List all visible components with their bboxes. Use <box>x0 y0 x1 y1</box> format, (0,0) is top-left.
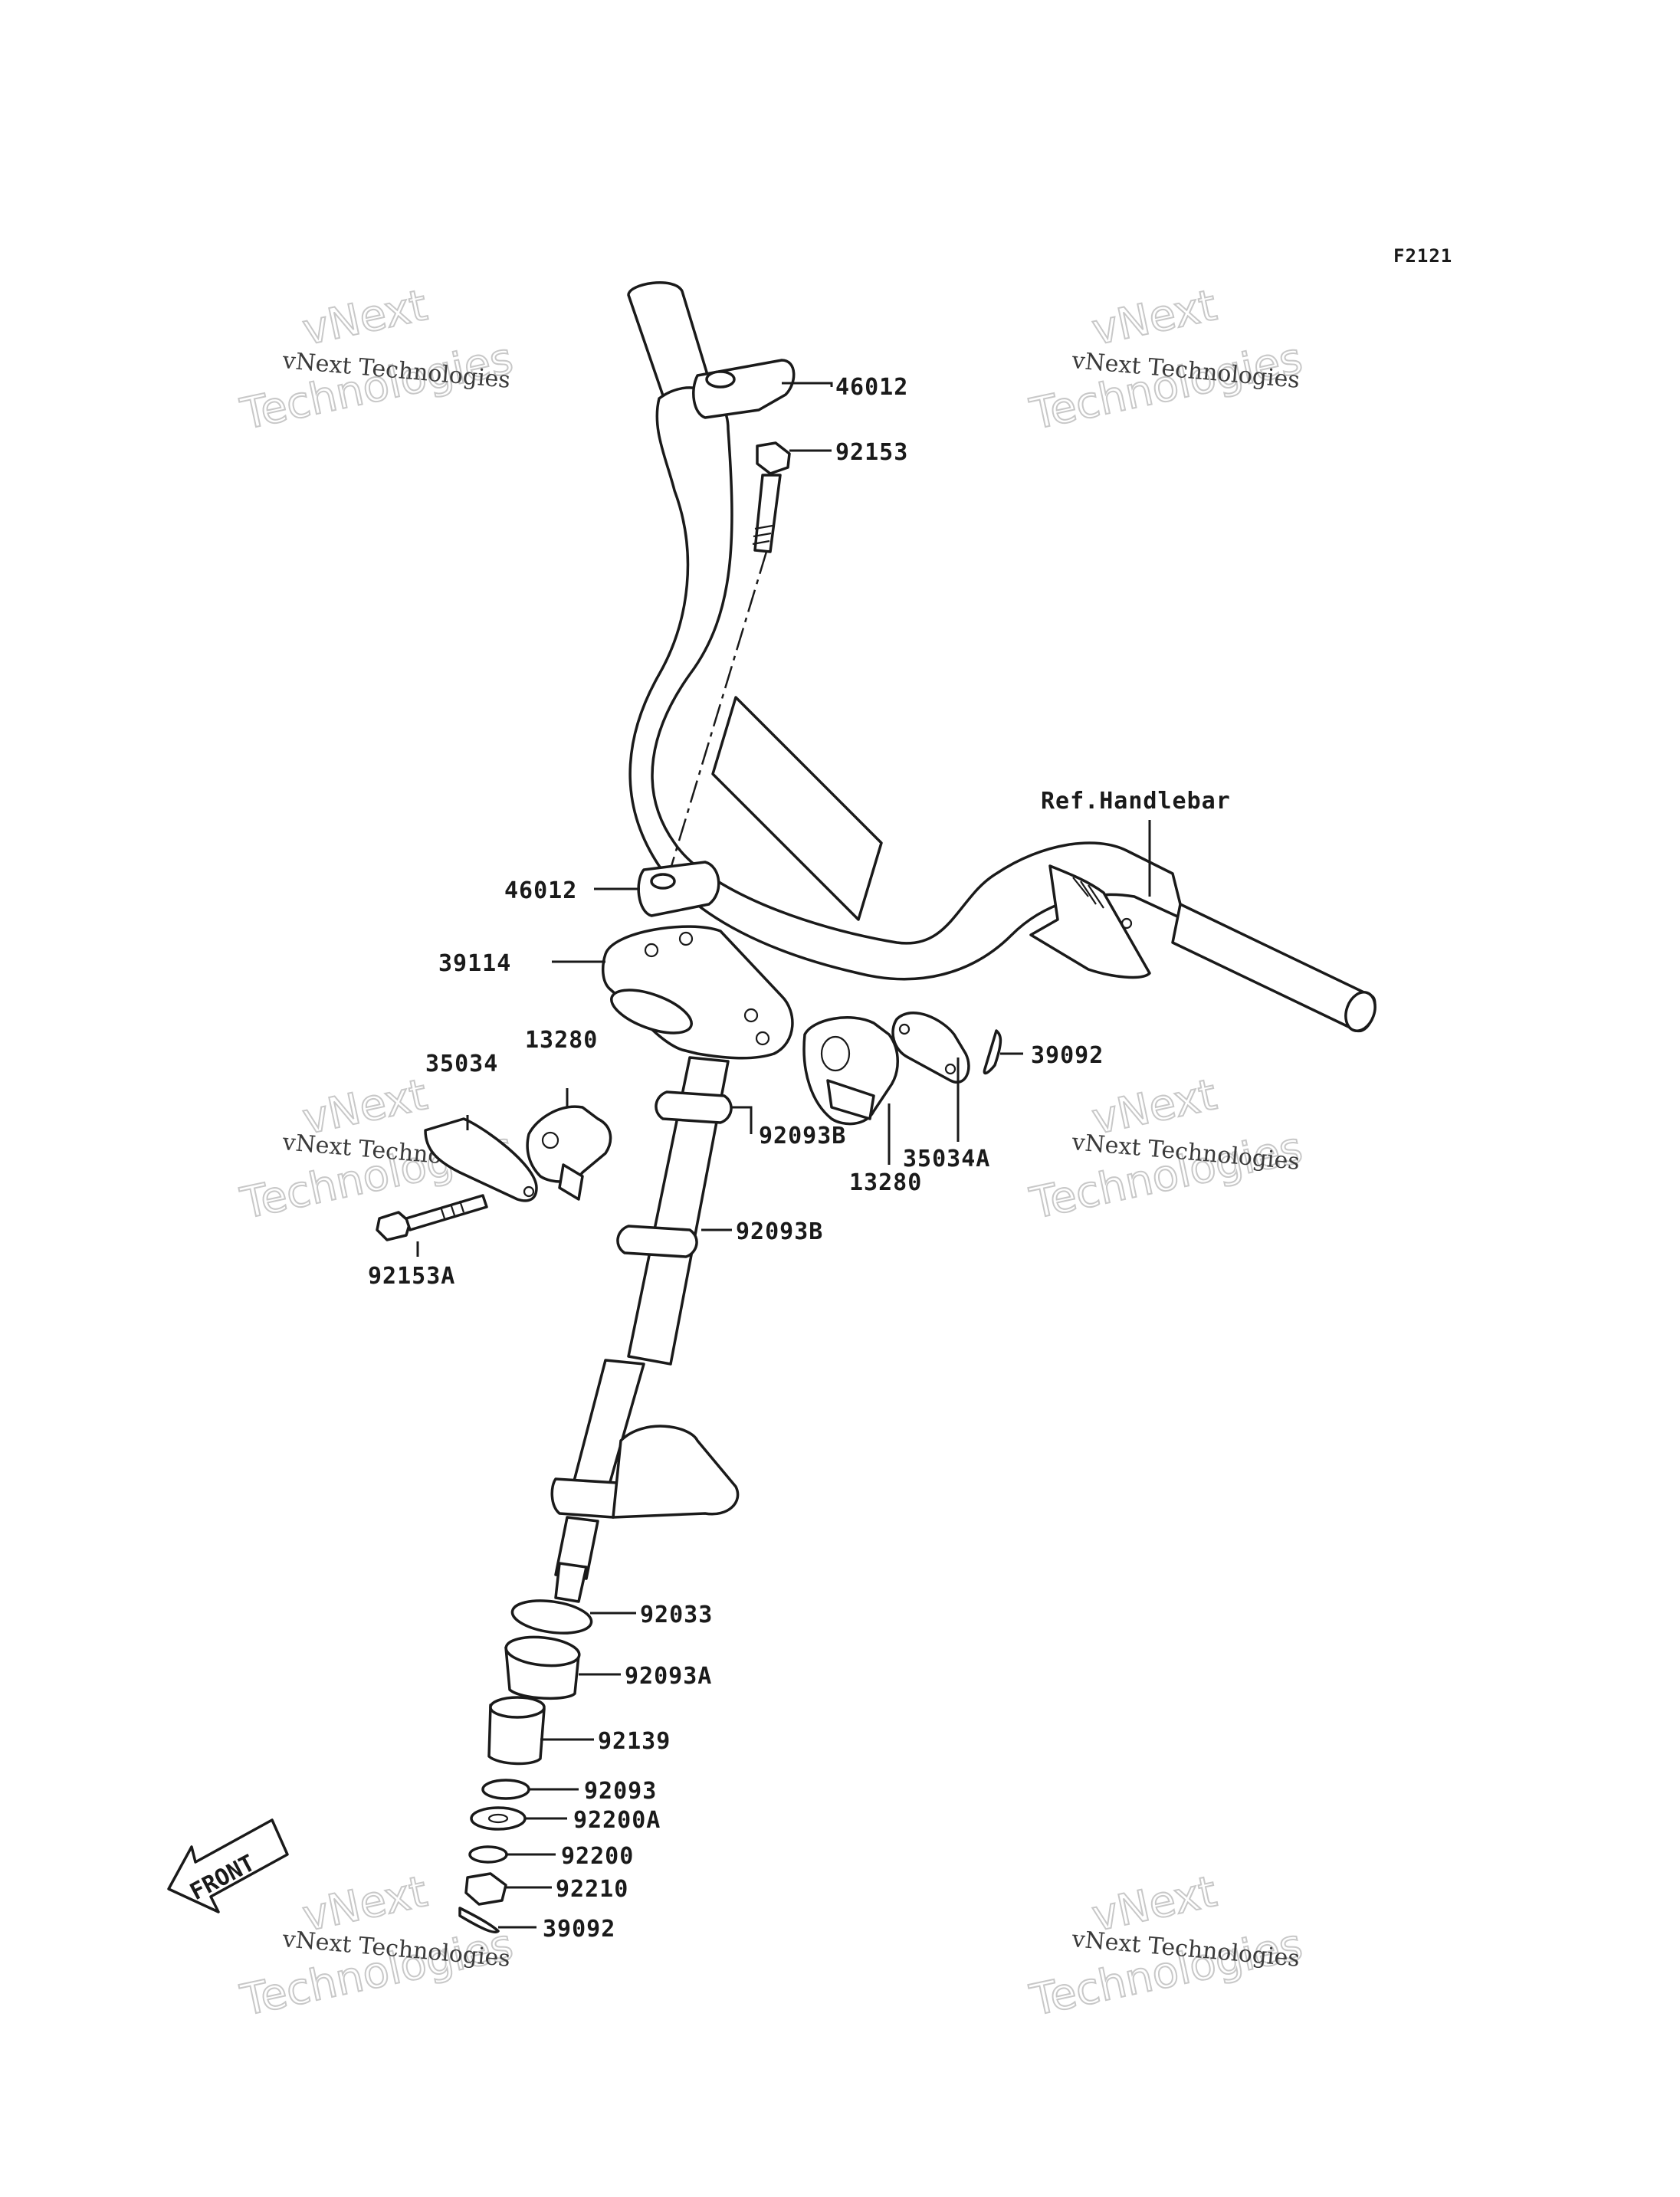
washer-92200 <box>468 1845 508 1864</box>
ring-92033 <box>510 1599 593 1635</box>
clamp-13280-left <box>526 1105 612 1201</box>
label-92139: 92139 <box>598 1728 671 1755</box>
steering-shaft-lower <box>550 1359 740 1603</box>
label-92093: 92093 <box>584 1778 657 1805</box>
label-92200: 92200 <box>561 1843 634 1870</box>
label-46012-lower: 46012 <box>504 877 577 904</box>
label-92153: 92153 <box>835 439 908 466</box>
nut-92210 <box>464 1872 507 1906</box>
figure-code: F2121 <box>1393 245 1452 267</box>
bolt-92153A <box>376 1194 488 1241</box>
leader-lines <box>416 382 1151 1929</box>
bolt-92153 <box>752 441 791 553</box>
cotter-pin-upper <box>983 1029 1002 1075</box>
steering-shaft-upper <box>616 1056 733 1366</box>
alignment-line <box>665 551 768 882</box>
watermark-mid-right: vNext Technologies vNext Technologies <box>1025 1069 1307 1230</box>
front-arrow: FRONT <box>167 1818 289 1913</box>
handlebar <box>627 281 1376 1032</box>
plate-35034A <box>891 1011 970 1084</box>
label-39092-upper: 39092 <box>1031 1042 1104 1069</box>
label-92153A: 92153A <box>368 1263 455 1290</box>
watermark-top-right: vNext Technologies vNext Technologies <box>1025 280 1307 441</box>
label-92210: 92210 <box>556 1876 628 1903</box>
label-13280-right: 13280 <box>849 1169 922 1196</box>
collar-92139 <box>487 1696 546 1766</box>
label-35034A: 35034A <box>903 1146 990 1172</box>
label-39114: 39114 <box>438 950 511 977</box>
label-ref-handlebar: Ref.Handlebar <box>1041 788 1231 815</box>
label-92093A: 92093A <box>625 1663 712 1690</box>
label-92033: 92033 <box>640 1602 713 1628</box>
cotter-pin-lower <box>458 1907 500 1933</box>
watermark-big-line1: vNext <box>298 280 431 356</box>
bearing-92093A <box>504 1635 581 1700</box>
label-13280-left: 13280 <box>525 1027 598 1054</box>
watermark-bottom-right: vNext Technologies vNext Technologies <box>1025 1866 1307 2027</box>
seal-92093 <box>481 1779 530 1800</box>
label-39092-lower: 39092 <box>543 1916 615 1943</box>
watermark-top-left: vNext Technologies vNext Technologies <box>235 280 517 441</box>
label-35034: 35034 <box>425 1051 498 1077</box>
clamp-13280-right <box>802 1016 899 1126</box>
watermark-big-line1: vNext <box>1088 280 1221 356</box>
holder-39114 <box>601 925 794 1060</box>
label-92093B-upper: 92093B <box>759 1123 846 1149</box>
label-92200A: 92200A <box>573 1807 661 1834</box>
clamp-46012-upper <box>692 359 796 419</box>
clamp-46012-lower <box>637 861 720 917</box>
label-46012-upper: 46012 <box>835 374 908 401</box>
label-92093B-lower: 92093B <box>736 1218 823 1245</box>
washer-92200A <box>470 1806 527 1831</box>
plate-35034 <box>424 1117 538 1202</box>
